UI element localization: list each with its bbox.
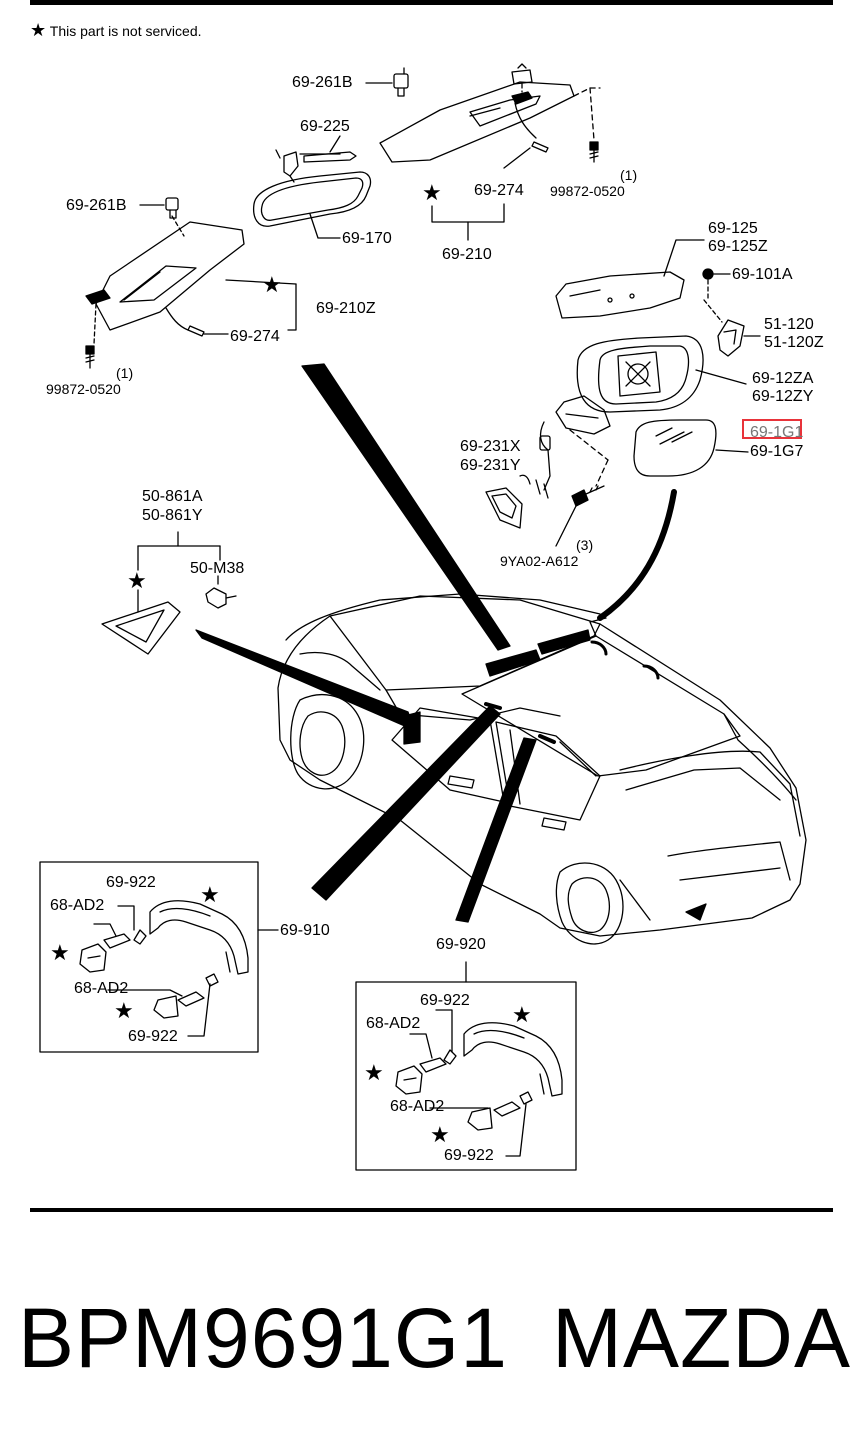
pointer-curve: [597, 489, 677, 621]
part-label: 69-922: [420, 992, 470, 1009]
visor-clip-top: [393, 67, 409, 97]
mirror-bracket: [303, 135, 357, 163]
part-label: 69-1G7: [750, 443, 804, 460]
part-label: 50-861Y: [142, 507, 203, 524]
mirror-bolt: [555, 429, 609, 547]
part-label: 69-210: [442, 246, 492, 263]
part-label: (1): [116, 365, 134, 381]
part-label: 50-861A: [142, 488, 203, 505]
part-label: (1): [620, 167, 638, 183]
sun-visor-left: [85, 221, 297, 345]
part-label: 69-231Y: [460, 457, 521, 474]
star-icon: ★: [30, 20, 47, 40]
visor-holder-top: [511, 63, 533, 93]
legend-text: This part is not serviced.: [49, 23, 202, 39]
part-label: 68-AD2: [50, 897, 105, 914]
star-icon: ★: [200, 882, 220, 907]
harness: [485, 421, 551, 529]
clip-101a: [702, 268, 731, 301]
screw-top: [589, 141, 599, 163]
part-label: 69-274: [230, 328, 280, 345]
turn-lamp: [703, 299, 761, 357]
star-icon: ★: [364, 1060, 384, 1085]
part-label: 68-AD2: [74, 980, 129, 997]
part-number: BPM9691G1: [18, 1291, 508, 1385]
part-label: 69-231X: [460, 438, 521, 455]
part-label: 68-AD2: [390, 1098, 445, 1115]
bottom-rule: [30, 1208, 833, 1212]
part-label: 69-125Z: [708, 238, 768, 255]
star-icon: ★: [127, 568, 147, 593]
star-icon: ★: [262, 272, 282, 297]
visor-clip-left: [165, 197, 185, 237]
pointer-wedge: [455, 737, 537, 923]
part-label: 69-12ZA: [752, 370, 814, 387]
part-label: 69-210Z: [316, 300, 376, 317]
part-label: 99872-0520: [46, 381, 121, 397]
part-label: 68-AD2: [366, 1015, 421, 1032]
assist-grip-910: [79, 900, 249, 1037]
screw-left: [85, 345, 95, 369]
star-icon: ★: [422, 180, 442, 205]
part-label: 9YA02-A612: [500, 553, 579, 569]
part-label: 50-M38: [190, 560, 245, 577]
car: [277, 593, 807, 945]
star-icon: ★: [430, 1122, 450, 1147]
highlight-box: [742, 419, 802, 439]
brand-name: MAZDA: [552, 1291, 851, 1385]
mirror-glass: [633, 419, 749, 477]
part-label: 69-125: [708, 220, 758, 237]
star-icon: ★: [512, 1002, 532, 1027]
part-label: 69-910: [280, 922, 330, 939]
leader: [431, 203, 505, 223]
grip-box-910: [39, 861, 259, 1053]
pointer-wedge: [301, 363, 511, 651]
garnish-clip: [205, 575, 237, 609]
part-label: 69-12ZY: [752, 388, 814, 405]
part-label: 69-170: [342, 230, 392, 247]
pointer-wedge: [195, 629, 415, 731]
mirror-cover: [555, 239, 705, 319]
legend-note: ★ This part is not serviced.: [30, 20, 202, 41]
part-label: 69-922: [106, 874, 156, 891]
part-label: 69-922: [128, 1028, 178, 1045]
top-rule: [30, 0, 833, 5]
part-label: (3): [576, 537, 594, 553]
part-label: 69-922: [444, 1147, 494, 1164]
inner-mirror: [252, 149, 372, 239]
part-label: 69-225: [300, 118, 350, 135]
sun-visor-right: [379, 81, 601, 163]
assist-grip-920: [395, 1009, 563, 1157]
part-label: 99872-0520: [550, 183, 625, 199]
pointer-wedge: [311, 705, 501, 901]
part-label: 69-101A: [732, 266, 793, 283]
grip-box-920: [355, 981, 577, 1171]
triangle-garnish: [101, 531, 221, 655]
part-label: 69-274: [474, 182, 524, 199]
part-label: 51-120Z: [764, 334, 824, 351]
star-icon: ★: [114, 998, 134, 1023]
part-label: 69-261B: [66, 197, 127, 214]
part-label: 69-920: [436, 936, 486, 953]
star-icon: ★: [50, 940, 70, 965]
part-label: 51-120: [764, 316, 814, 333]
part-label: 69-261B: [292, 74, 353, 91]
part-label-highlighted: 69-1G1: [750, 424, 804, 441]
outer-mirror-body: [555, 335, 747, 435]
clip-274-top: [503, 141, 549, 169]
